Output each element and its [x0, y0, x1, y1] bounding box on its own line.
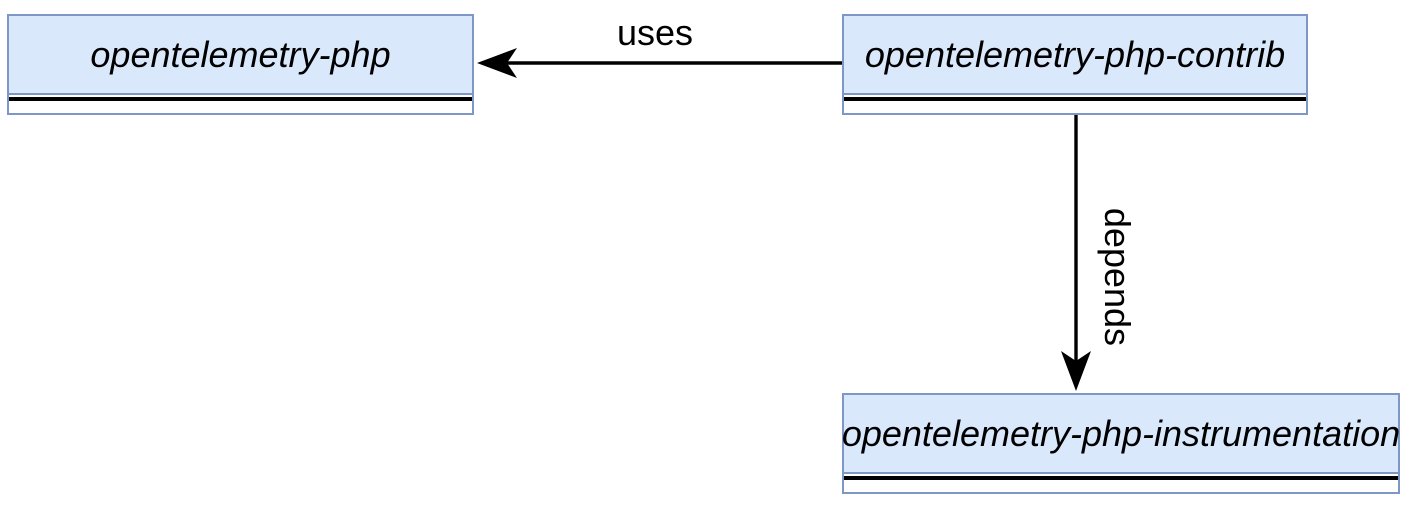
attributes-compartment [9, 95, 472, 113]
package-php-box[interactable]: opentelemetry-php [7, 14, 474, 115]
package-instrumentation-title: opentelemetry-php-instrumentation [842, 395, 1400, 474]
package-contrib-title: opentelemetry-php-contrib [844, 16, 1306, 95]
package-instrumentation-box[interactable]: opentelemetry-php-instrumentation [842, 393, 1400, 494]
depends-arrow [1061, 115, 1091, 391]
package-php-title: opentelemetry-php [9, 16, 472, 95]
attributes-compartment [844, 474, 1398, 492]
depends-edge-label: depends [1097, 207, 1138, 347]
separator-line [9, 97, 472, 101]
separator-line [844, 97, 1306, 101]
uses-edge-label: uses [616, 12, 694, 53]
package-contrib-box[interactable]: opentelemetry-php-contrib [842, 14, 1308, 115]
separator-line [844, 476, 1398, 480]
uses-arrowhead [477, 48, 517, 78]
depends-arrowhead [1061, 351, 1091, 391]
attributes-compartment [844, 95, 1306, 113]
